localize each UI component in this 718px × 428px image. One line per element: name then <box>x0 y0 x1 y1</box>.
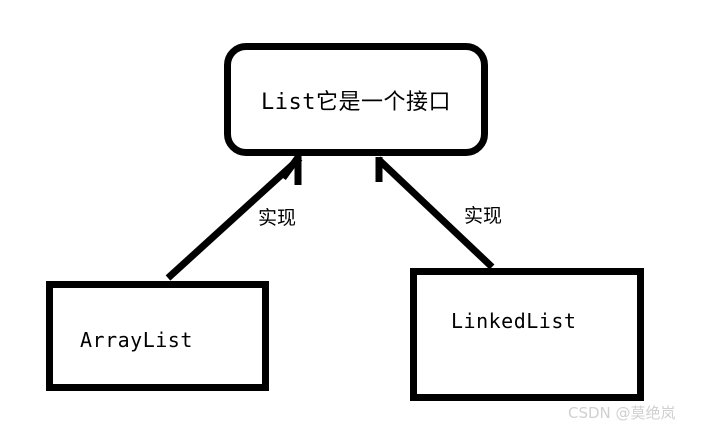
node-label-list-interface: List它是一个接口 <box>261 89 451 115</box>
edge-line-right <box>375 156 495 270</box>
node-linkedlist[interactable]: LinkedList <box>410 268 644 401</box>
edge-line-left <box>165 155 303 281</box>
node-label-linkedlist: LinkedList <box>451 309 577 333</box>
edge-arraylist-implements-list <box>165 153 303 281</box>
node-label-arraylist: ArrayList <box>80 328 193 352</box>
edge-label-arraylist-implements: 实现 <box>258 207 297 229</box>
node-arraylist[interactable]: ArrayList <box>46 281 269 391</box>
edge-label-linkedlist-implements: 实现 <box>464 205 503 227</box>
edge-linkedlist-implements-list <box>375 156 495 270</box>
watermark: CSDN @莫绝岚 <box>568 404 676 422</box>
node-list-interface[interactable]: List它是一个接口 <box>224 43 488 156</box>
